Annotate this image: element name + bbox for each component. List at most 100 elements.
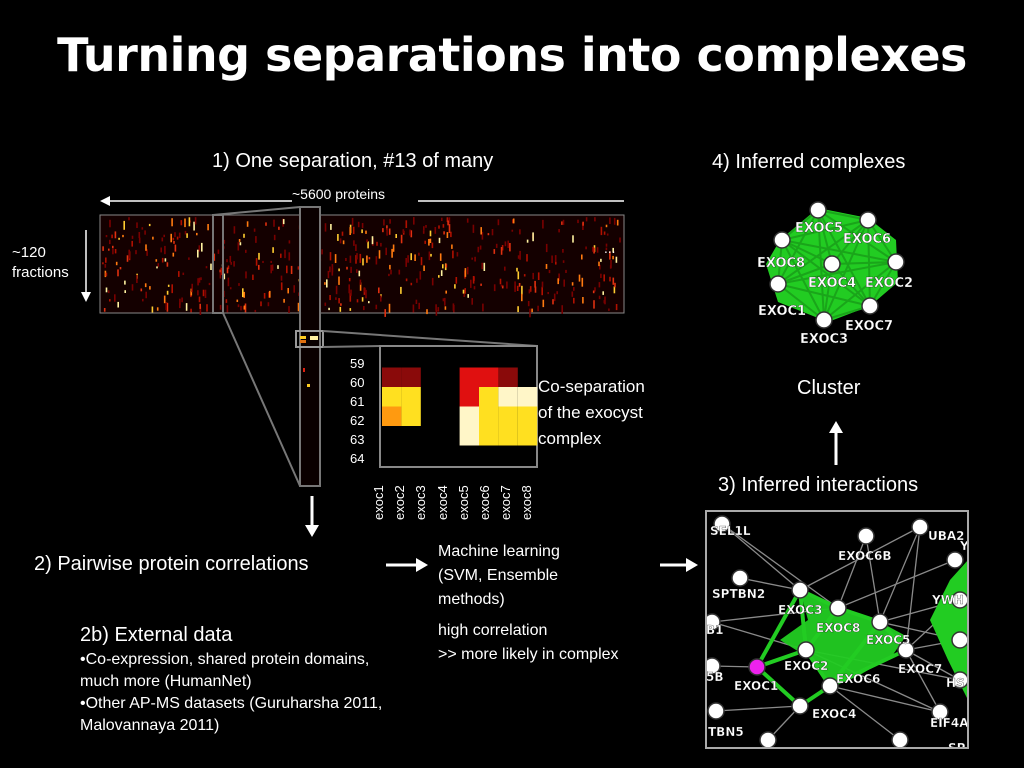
heat-signal <box>548 270 551 274</box>
heat-signal <box>450 231 452 238</box>
heat-signal <box>493 284 496 292</box>
heat-signal <box>293 285 295 293</box>
heat-signal <box>430 253 432 257</box>
heat-signal <box>172 252 175 257</box>
heat-signal <box>124 280 126 285</box>
heat-signal <box>391 248 393 258</box>
heat-signal <box>609 251 611 260</box>
heat-signal <box>156 307 159 311</box>
heat-signal <box>109 299 111 302</box>
heat-signal <box>410 230 413 238</box>
network-green-edge <box>829 648 907 688</box>
heat-signal <box>172 237 175 241</box>
heat-signal <box>612 255 614 260</box>
heat-signal <box>236 299 239 302</box>
heat-signal <box>230 261 232 265</box>
cluster-node <box>769 275 787 293</box>
cluster-edge <box>831 219 869 265</box>
heat-signal <box>448 217 451 224</box>
heat-signal <box>197 290 199 296</box>
heat-signal <box>593 300 595 309</box>
heat-signal <box>434 227 437 234</box>
heat-signal <box>334 254 337 263</box>
heat-signal <box>102 262 104 265</box>
heat-signal <box>350 289 352 296</box>
network-node <box>797 641 815 659</box>
heat-signal <box>243 291 245 298</box>
heat-signal <box>126 255 129 262</box>
heat-signal <box>519 229 521 235</box>
heat-signal <box>286 265 288 274</box>
heat-signal <box>287 288 289 294</box>
heat-signal <box>253 228 256 232</box>
heat-signal <box>501 285 504 289</box>
zoom-cell <box>459 426 479 446</box>
heat-signal <box>114 294 116 302</box>
heat-signal <box>280 275 283 281</box>
heat-signal <box>119 267 122 270</box>
heat-signal <box>112 245 114 249</box>
heat-signal <box>157 263 160 267</box>
fractions-label: ~120 fractions <box>12 243 69 283</box>
heat-signal <box>605 247 608 251</box>
network-gray-edge <box>865 535 881 623</box>
heat-signal <box>219 304 222 310</box>
network-node <box>871 613 889 631</box>
heat-signal <box>454 284 456 289</box>
heat-signal <box>477 246 480 253</box>
heat-signal <box>555 261 557 265</box>
heat-signal <box>105 257 107 263</box>
heat-signal <box>471 257 473 260</box>
network-gray-edge <box>905 649 961 681</box>
heat-signal <box>359 282 362 291</box>
heat-signal <box>271 264 274 271</box>
heat-signal <box>199 306 202 315</box>
network-gray-edge <box>739 577 801 591</box>
heat-signal <box>362 258 364 266</box>
network-green-edge <box>798 589 808 651</box>
cluster-node-label: EXOC3 <box>800 332 848 347</box>
heat-signal <box>288 306 290 313</box>
heat-signal <box>220 267 223 276</box>
heat-signal <box>542 299 545 308</box>
network-gray-edge <box>837 535 867 609</box>
zoom-cell <box>517 426 538 446</box>
heat-signal <box>407 255 409 263</box>
heat-signal <box>431 242 434 249</box>
heat-signal <box>594 287 596 292</box>
heat-signal <box>193 221 195 231</box>
heat-signal <box>260 301 262 307</box>
heat-signal <box>532 232 534 242</box>
up-arrow-head <box>829 421 843 433</box>
heat-signal <box>144 283 147 288</box>
heat-signal <box>442 264 444 269</box>
heat-signal <box>223 273 226 280</box>
heat-signal <box>375 256 378 265</box>
heat-signal <box>164 258 167 262</box>
network-node <box>891 731 909 747</box>
strip-signal-1 <box>303 368 305 372</box>
heat-signal <box>518 283 521 287</box>
corr-line: high correlation <box>438 622 548 639</box>
heat-signal <box>514 285 516 292</box>
heat-signal <box>445 263 448 268</box>
heat-signal <box>103 308 106 312</box>
heat-signal <box>405 278 408 282</box>
co-separation-caption: Co-separation of the exocyst complex <box>538 374 645 452</box>
heat-signal <box>558 273 560 281</box>
ml-line: Machine learning <box>438 543 560 560</box>
heat-signal <box>166 290 169 295</box>
heat-signal <box>131 240 133 247</box>
heat-signal <box>565 269 567 273</box>
heat-signal <box>148 223 151 227</box>
network-node-label: YWH <box>931 593 964 607</box>
heat-signal <box>339 238 342 244</box>
heat-signal <box>229 255 232 263</box>
heat-signal <box>179 302 181 309</box>
cluster-edge <box>831 263 871 307</box>
network-gray-edge <box>905 526 921 651</box>
cluster-label: Cluster <box>797 377 861 399</box>
heat-signal <box>122 234 124 238</box>
heat-signal <box>152 236 154 240</box>
cluster-node-label: EXOC1 <box>758 304 806 319</box>
